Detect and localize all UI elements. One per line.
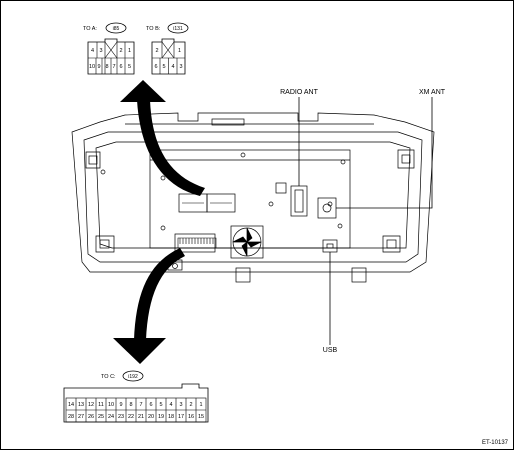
connector-c-pin-19: 19 bbox=[158, 414, 164, 420]
connector-c-pin-23: 23 bbox=[118, 414, 124, 420]
connector-c-pin-16: 16 bbox=[188, 414, 194, 420]
connector-a-pin-6: 6 bbox=[119, 64, 122, 70]
center-plate bbox=[149, 149, 351, 249]
connector-c-pin-5: 5 bbox=[159, 402, 162, 408]
connector-a-pin-3: 3 bbox=[99, 48, 102, 54]
connector-a-pin-4: 4 bbox=[91, 48, 94, 54]
connector-b-socket bbox=[206, 193, 236, 213]
foot bbox=[235, 267, 251, 283]
connector-a-pin-8: 8 bbox=[105, 64, 108, 70]
connector-a-pin-10: 10 bbox=[89, 64, 95, 70]
connector-c-pin-11: 11 bbox=[98, 402, 104, 408]
connector-b-code-oval bbox=[167, 22, 189, 34]
connector-c-pin-20: 20 bbox=[148, 414, 154, 420]
left-upper-bracket bbox=[85, 151, 101, 169]
connector-a-pin-1: 1 bbox=[128, 48, 131, 54]
connector-c-code: i192 bbox=[128, 374, 138, 380]
connector-c-pin-9: 9 bbox=[119, 402, 122, 408]
right-lower-bracket bbox=[382, 235, 401, 253]
arrow-to-connectors-ab bbox=[120, 80, 205, 196]
arrow-to-connector-c bbox=[113, 248, 185, 364]
connector-a: TO A: i85 4 3 2 1 10 9 8 7 6 5 bbox=[83, 22, 135, 75]
chassis-outline bbox=[71, 112, 435, 273]
connector-c-pin-2: 2 bbox=[189, 402, 192, 408]
connector-a-pin-9: 9 bbox=[97, 64, 100, 70]
connector-b-code: i131 bbox=[173, 26, 183, 32]
right-upper-bracket bbox=[397, 149, 415, 169]
connector-c-pin-12: 12 bbox=[88, 402, 94, 408]
foot bbox=[351, 267, 367, 283]
xm-ant-leader bbox=[336, 97, 433, 209]
connector-a-pin-7: 7 bbox=[112, 64, 115, 70]
head-unit-chassis bbox=[71, 112, 435, 283]
connector-a-code-oval bbox=[105, 22, 127, 34]
connector-c-pin-14: 14 bbox=[68, 402, 74, 408]
connector-c-pin-6: 6 bbox=[149, 402, 152, 408]
connector-a-pin-2: 2 bbox=[119, 48, 122, 54]
connector-c-pin-7: 7 bbox=[139, 402, 142, 408]
figure-id: ET-10137 bbox=[482, 440, 509, 446]
connector-c-prefix: TO C: bbox=[101, 374, 116, 380]
connector-c-pin-21: 21 bbox=[138, 414, 144, 420]
chassis-inner-rim bbox=[83, 131, 423, 263]
connector-c-pin-15: 15 bbox=[198, 414, 204, 420]
connector-b-prefix: TO B: bbox=[146, 26, 161, 32]
connector-c-code-oval bbox=[122, 370, 144, 382]
connector-b-pin-4: 4 bbox=[171, 64, 174, 70]
connector-c-pin-1: 1 bbox=[199, 402, 202, 408]
connector-c-pin-26: 26 bbox=[88, 414, 94, 420]
usb-label: USB bbox=[323, 347, 338, 354]
connector-c-pin-17: 17 bbox=[178, 414, 184, 420]
connector-b: TO B: i131 2 1 6 5 4 3 bbox=[146, 22, 189, 75]
radio-ant-jack bbox=[290, 185, 308, 217]
connector-a-pin-5: 5 bbox=[128, 64, 131, 70]
connector-a-prefix: TO A: bbox=[83, 26, 97, 32]
connector-b-pin-5: 5 bbox=[162, 64, 165, 70]
connector-a-code: i85 bbox=[113, 26, 120, 32]
connector-c-pin-13: 13 bbox=[78, 402, 84, 408]
top-slot bbox=[211, 118, 245, 126]
connector-c-pin-24: 24 bbox=[108, 414, 114, 420]
connector-b-pin-3: 3 bbox=[179, 64, 182, 70]
connector-c-pin-18: 18 bbox=[168, 414, 174, 420]
connector-c-pin-28: 28 bbox=[68, 414, 74, 420]
connector-c-pin-4: 4 bbox=[169, 402, 172, 408]
usb-port bbox=[322, 239, 338, 253]
left-lower-bracket bbox=[95, 235, 115, 253]
xm-ant-label: XM ANT bbox=[419, 89, 446, 96]
connector-c-pin-25: 25 bbox=[98, 414, 104, 420]
connector-b-pin-1: 1 bbox=[178, 48, 181, 54]
connector-c-pin-3: 3 bbox=[179, 402, 182, 408]
xm-ant-jack bbox=[317, 197, 337, 219]
radio-ant-label: RADIO ANT bbox=[280, 89, 318, 96]
connector-b-pin-2: 2 bbox=[155, 48, 158, 54]
connector-c-socket bbox=[174, 233, 216, 253]
connector-c-pin-27: 27 bbox=[78, 414, 84, 420]
connector-c-pin-22: 22 bbox=[128, 414, 134, 420]
connector-c-pin-8: 8 bbox=[129, 402, 132, 408]
connector-c-pin-10: 10 bbox=[108, 402, 114, 408]
chassis-inner-panel bbox=[95, 141, 411, 249]
connector-b-pin-6: 6 bbox=[154, 64, 157, 70]
